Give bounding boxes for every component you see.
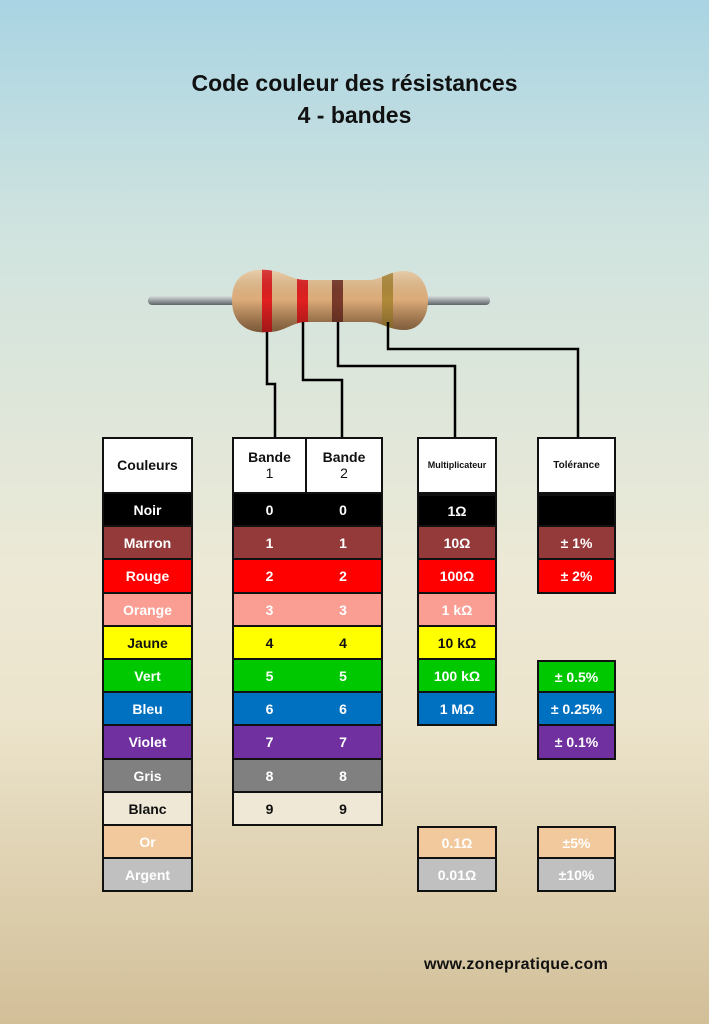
band-1-digit-cell: 9 xyxy=(232,793,307,826)
color-name-cell: Vert xyxy=(102,660,193,693)
multiplier-cell: 1 MΩ xyxy=(417,693,497,726)
multiplier-cell: 0.1Ω xyxy=(417,826,497,859)
band-2-digit-cell: 1 xyxy=(305,527,383,560)
band-2-digit-cell: 2 xyxy=(305,560,383,594)
color-name-cell: Rouge xyxy=(102,560,193,594)
tolerance-cell: ± 0.5% xyxy=(537,660,616,693)
band-2-digit-cell: 7 xyxy=(305,726,383,760)
tolerance-cell: ±5% xyxy=(537,826,616,859)
color-name-cell: Or xyxy=(102,826,193,859)
band-1-digit-cell: 6 xyxy=(232,693,307,726)
tolerance-cell: ± 1% xyxy=(537,527,616,560)
color-name-cell: Argent xyxy=(102,859,193,892)
band-1-digit-cell: 0 xyxy=(232,494,307,527)
color-name-cell: Marron xyxy=(102,527,193,560)
band-1-digit-cell: 8 xyxy=(232,760,307,793)
connector-band-1 xyxy=(265,332,277,437)
multiplier-cell: 1Ω xyxy=(417,494,497,527)
color-name-cell: Blanc xyxy=(102,793,193,826)
band-2-digit-cell: 3 xyxy=(305,594,383,627)
band-1-digit-cell: 1 xyxy=(232,527,307,560)
band-2-digit-cell: 6 xyxy=(305,693,383,726)
band-1-digit-cell: 2 xyxy=(232,560,307,594)
multiplier-cell: 1 kΩ xyxy=(417,594,497,627)
footer-url: www.zonepratique.com xyxy=(424,956,609,973)
band-2-digit-cell: 8 xyxy=(305,760,383,793)
resistor-lead-right xyxy=(420,296,490,305)
band-2-digit-cell: 0 xyxy=(305,494,383,527)
band-1-digit-cell: 5 xyxy=(232,660,307,693)
color-name-cell: Gris xyxy=(102,760,193,793)
tolerance-cell: ±10% xyxy=(537,859,616,892)
tolerance-cell: ± 2% xyxy=(537,560,616,594)
connector-tolerance xyxy=(386,322,580,437)
band-1-digit-cell: 3 xyxy=(232,594,307,627)
multiplier-cell: 100 kΩ xyxy=(417,660,497,693)
multiplier-cell: 100Ω xyxy=(417,560,497,594)
header-tolerance: Tolérance xyxy=(537,437,616,494)
tolerance-cell: ± 0.1% xyxy=(537,726,616,760)
title-line-1: Code couleur des résistances xyxy=(191,70,518,96)
color-name-cell: Violet xyxy=(102,726,193,760)
band-2-digit-cell: 4 xyxy=(305,627,383,660)
tolerance-cell: ± 0.25% xyxy=(537,693,616,726)
resistor-lead-left xyxy=(148,296,240,305)
color-name-cell: Orange xyxy=(102,594,193,627)
multiplier-cell: 10 kΩ xyxy=(417,627,497,660)
connector-multiplier xyxy=(336,322,457,437)
color-name-cell: Jaune xyxy=(102,627,193,660)
band-1-digit-cell: 4 xyxy=(232,627,307,660)
tolerance-cell xyxy=(537,494,616,527)
band-2-digit-cell: 9 xyxy=(305,793,383,826)
header-couleurs: Couleurs xyxy=(102,437,193,494)
multiplier-cell: 0.01Ω xyxy=(417,859,497,892)
color-name-cell: Noir xyxy=(102,494,193,527)
header-multiplicateur: Multiplicateur xyxy=(417,437,497,494)
connector-band-2 xyxy=(301,322,344,437)
band-1-digit-cell: 7 xyxy=(232,726,307,760)
color-name-cell: Bleu xyxy=(102,693,193,726)
title-line-2: 4 - bandes xyxy=(297,102,412,128)
multiplier-cell: 10Ω xyxy=(417,527,497,560)
band-2-digit-cell: 5 xyxy=(305,660,383,693)
